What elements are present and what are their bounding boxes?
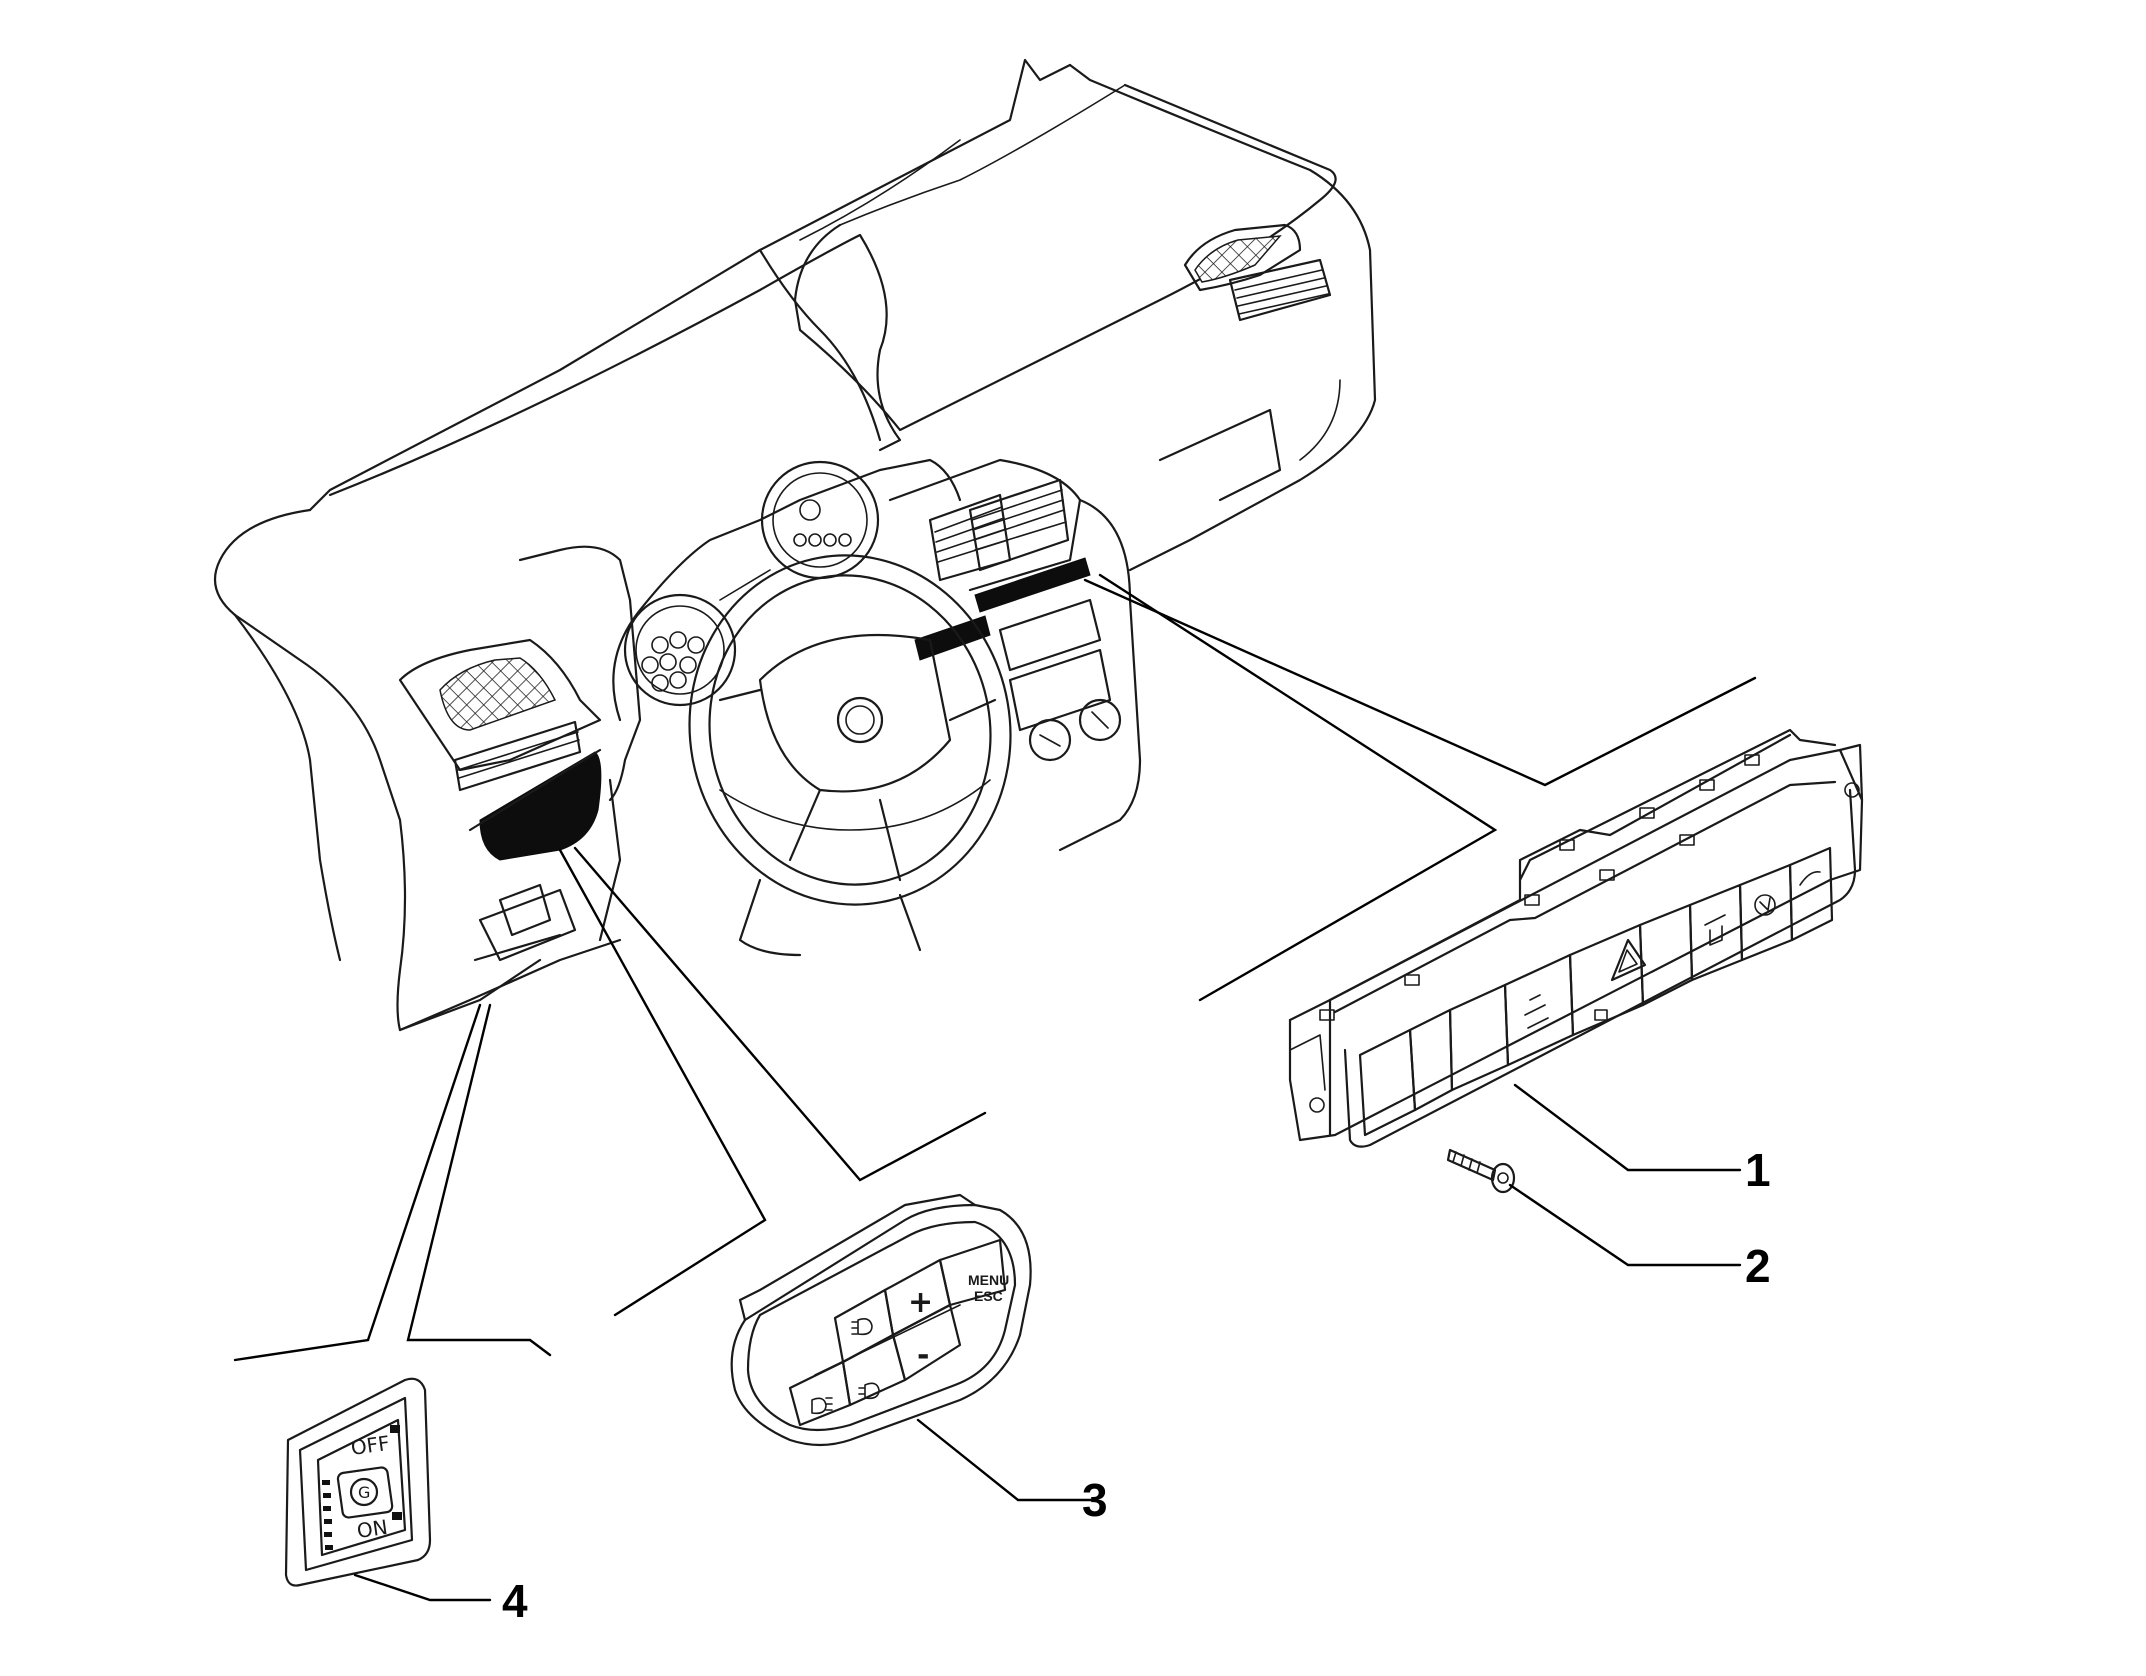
menu-label: MENU <box>968 1272 1009 1288</box>
callout-3: 3 <box>1082 1474 1108 1526</box>
part-3-control-panel: + - MENU ESC <box>730 1193 1032 1447</box>
on-label: ON <box>355 1515 389 1543</box>
callout-4: 4 <box>502 1575 528 1627</box>
headlight-icon <box>851 1318 873 1336</box>
part-4-switch: G OFF ON <box>284 1377 432 1587</box>
leader-3 <box>916 1418 1097 1502</box>
leader-2 <box>1508 1183 1742 1267</box>
part-1-switch-bar <box>1288 728 1864 1148</box>
headlight-icon <box>858 1382 880 1400</box>
dashboard-outline <box>213 58 1377 1032</box>
minus-label: - <box>917 1338 929 1373</box>
callout-2: 2 <box>1745 1240 1771 1292</box>
part-2-screw <box>1446 1148 1516 1194</box>
callout-1: 1 <box>1745 1144 1771 1196</box>
hazard-triangle-icon <box>1610 938 1647 982</box>
center-label: G <box>358 1483 370 1502</box>
esc-label: ESC <box>974 1288 1003 1304</box>
leader-lines <box>233 573 1757 1362</box>
leader-4 <box>353 1573 492 1602</box>
plus-label: + <box>908 1285 933 1320</box>
leader-1 <box>1513 1083 1742 1172</box>
fog-light-icon <box>811 1397 833 1415</box>
off-label: OFF <box>349 1431 391 1460</box>
